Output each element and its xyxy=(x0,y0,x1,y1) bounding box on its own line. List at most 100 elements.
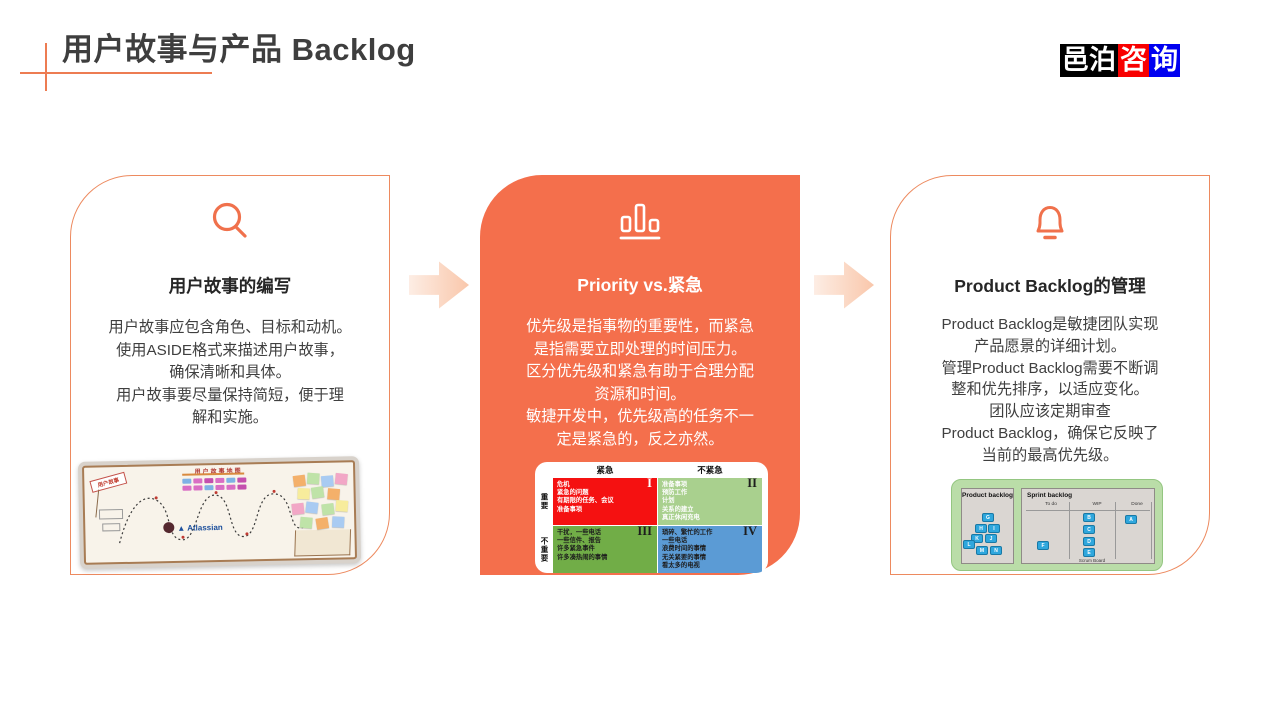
user-story-map-photo: 用户故事地图 用户故事 ▲ Atlassian xyxy=(77,456,362,569)
slide-title: 用户故事与产品 Backlog xyxy=(62,32,416,67)
backlog-card: I xyxy=(988,524,1000,533)
quadrant-item: 准备事项 xyxy=(557,505,583,513)
card-body: Product Backlog是敏捷团队实现 产品愿景的详细计划。 管理Prod… xyxy=(891,314,1209,467)
board-column-header: WIP xyxy=(1092,502,1102,507)
card-body-line: 使用ASIDE格式来描述用户故事， xyxy=(116,341,344,359)
quadrant-numeral: IV xyxy=(743,524,757,539)
sticky-note xyxy=(321,503,335,516)
board-column-divider xyxy=(1069,502,1070,559)
quadrant-item: 危机 xyxy=(557,480,570,488)
sprint-card: D xyxy=(1083,537,1095,546)
card-body-line: 优先级是指事物的重要性，而紧急 xyxy=(526,318,754,335)
sprint-card: E xyxy=(1083,548,1095,557)
card-body-line: 解和实施。 xyxy=(192,409,268,426)
sticky-note xyxy=(292,474,306,488)
sketch-box-doodle xyxy=(102,523,121,532)
sticky-note xyxy=(320,475,334,488)
quadrant-item: 关系的建立 xyxy=(662,505,694,513)
board-header-line xyxy=(1026,510,1150,511)
matrix-col-header: 不紧急 xyxy=(697,465,723,475)
quadrant-item: 真正休闲充电 xyxy=(662,514,700,522)
quadrant-item: 一些电话 xyxy=(662,536,688,544)
board-column-header: To do xyxy=(1045,502,1057,507)
path-marker xyxy=(272,489,276,493)
card-body-line: 团队应该定期审查 xyxy=(989,403,1111,421)
card-body-line: 确保清晰和具体。 xyxy=(169,364,291,381)
card-body-line: 用户故事要尽量保持简短，便于理 xyxy=(116,386,344,404)
logo-segment-red: 咨 xyxy=(1118,44,1149,77)
quadrant-item: 计划 xyxy=(662,497,675,505)
sticky-note xyxy=(306,472,320,485)
eisenhower-matrix-image: 紧急 不紧急 重要 I 危机 紧急的问题 有期限的任务、会议 准备事项 II 准… xyxy=(535,462,768,573)
quadrant-item: 准备事项 xyxy=(662,480,688,488)
backlog-card: N xyxy=(990,546,1002,555)
board-column-divider xyxy=(1151,502,1152,559)
sticky-note xyxy=(335,500,349,512)
sticky-note xyxy=(299,516,313,529)
quadrant-numeral: III xyxy=(637,524,652,539)
journey-path-doodle xyxy=(119,493,304,544)
matrix-row-label: 重要 xyxy=(540,493,549,511)
product-backlog-panel: Product backlog G H I J K L M N xyxy=(961,488,1014,564)
card-title: Product Backlog的管理 xyxy=(954,276,1146,296)
card-body-line: 区分优先级和紧急有助于合理分配 xyxy=(526,363,754,380)
quadrant-item: 许多紧急事件 xyxy=(557,545,595,553)
sprint-backlog-panel: Sprint backlog To do WIP Done B C D E F … xyxy=(1021,488,1155,564)
card-body-line: 产品愿景的详细计划。 xyxy=(974,337,1126,355)
quadrant-item: 琐碎、繁忙的工作 xyxy=(662,528,713,536)
quadrant-item: 许多凑热闹的事情 xyxy=(557,553,608,561)
sticky-note xyxy=(297,487,310,500)
bar-chart-icon xyxy=(480,195,800,247)
backlog-card: L xyxy=(963,540,975,549)
logo-segment-blue: 询 xyxy=(1149,44,1180,77)
card-body-line: 资源和时间。 xyxy=(594,385,686,403)
matrix-row-label: 不重要 xyxy=(540,536,549,563)
card-title: Priority vs.紧急 xyxy=(577,275,703,295)
card-body-line: 管理Product Backlog需要不断调 xyxy=(941,359,1159,377)
quadrant-numeral: I xyxy=(647,476,652,490)
matrix-col-header: 紧急 xyxy=(596,465,614,475)
logo-segment-black: 邑泊 xyxy=(1060,44,1118,77)
quadrant-item: 浪费时间的事情 xyxy=(662,545,707,553)
path-marker xyxy=(245,532,249,536)
title-accent-horizontal-line xyxy=(20,72,212,74)
card-body-line: 是指需要立即处理的时间压力。 xyxy=(533,340,747,358)
card-body-line: Product Backlog，确保它反映了 xyxy=(941,424,1159,442)
bell-icon xyxy=(891,196,1209,248)
backlog-card: J xyxy=(985,534,997,543)
backlog-card: G xyxy=(982,513,994,522)
backlog-card: H xyxy=(975,524,987,533)
whiteboard: 用户故事地图 用户故事 ▲ Atlassian xyxy=(81,460,358,565)
card-priority-vs-urgency: Priority vs.紧急 优先级是指事物的重要性，而紧急 是指需要立即处理的… xyxy=(480,175,800,575)
quadrant-3-not-important-urgent: III 干扰，一些电话 一些信件、报告 许多紧急事件 许多凑热闹的事情 xyxy=(553,524,657,573)
path-marker xyxy=(181,535,185,539)
quadrant-2-important-not-urgent: II 准备事项 预防工作 计划 关系的建立 真正休闲充电 xyxy=(658,476,762,526)
card-body-line: 整和优先排序，以适应变化。 xyxy=(951,381,1149,399)
sticky-notes-cluster xyxy=(291,472,353,555)
sprint-card: A xyxy=(1125,515,1137,524)
backlog-card: K xyxy=(971,534,983,543)
card-body-line: 敏捷开发中，优先级高的任务不一 xyxy=(526,408,754,425)
quadrant-item: 干扰，一些电话 xyxy=(557,528,602,536)
title-accent-vertical-line xyxy=(45,43,47,91)
board-column-divider xyxy=(1115,502,1116,559)
board-caption: Scrum Board xyxy=(1078,558,1106,563)
quadrant-item: 预防工作 xyxy=(662,488,688,496)
card-body: 用户故事应包含角色、目标和动机。 使用ASIDE格式来描述用户故事， 确保清晰和… xyxy=(71,317,389,430)
quadrant-item: 无关紧要的事情 xyxy=(662,553,707,561)
path-marker xyxy=(154,496,158,500)
right-arrow-icon xyxy=(409,261,469,309)
sprint-card: B xyxy=(1083,513,1095,522)
card-body: 优先级是指事物的重要性，而紧急 是指需要立即处理的时间压力。 区分优先级和紧急有… xyxy=(480,316,800,451)
sprint-card: F xyxy=(1037,541,1049,550)
magnifier-icon xyxy=(71,196,389,248)
sticky-note xyxy=(327,488,341,501)
backlog-card: M xyxy=(976,546,988,555)
right-arrow-icon xyxy=(814,261,874,309)
card-title: 用户故事的编写 xyxy=(168,276,292,296)
sticky-note xyxy=(315,516,330,530)
quadrant-item: 有期限的任务、会议 xyxy=(557,497,614,505)
card-body-line: 定是紧急的，反之亦然。 xyxy=(556,430,724,448)
quadrant-1-important-urgent: I 危机 紧急的问题 有期限的任务、会议 准备事项 xyxy=(553,476,657,526)
quadrant-numeral: II xyxy=(747,476,757,490)
